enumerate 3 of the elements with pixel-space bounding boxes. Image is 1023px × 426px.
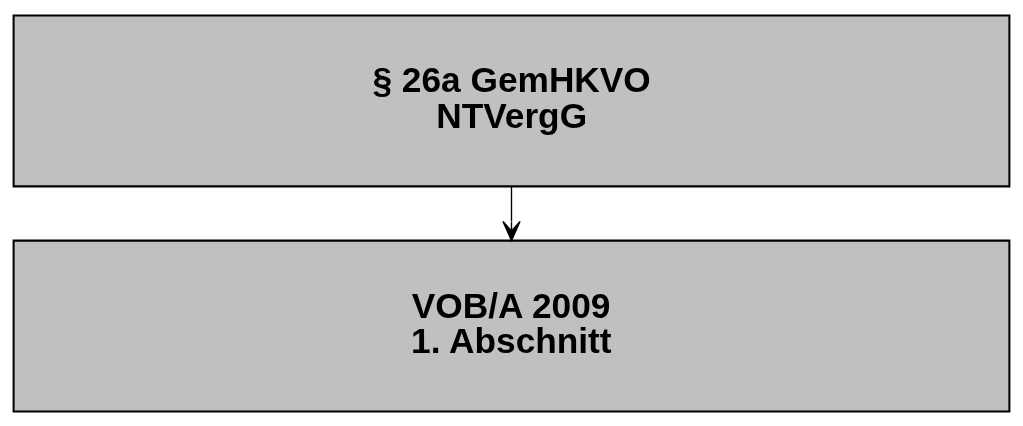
node-box: § 26a GemHKVO NTVergG [12,13,1011,187]
node-box: VOB/A 2009 1. Abschnitt [12,239,1011,413]
arrow [502,185,521,241]
